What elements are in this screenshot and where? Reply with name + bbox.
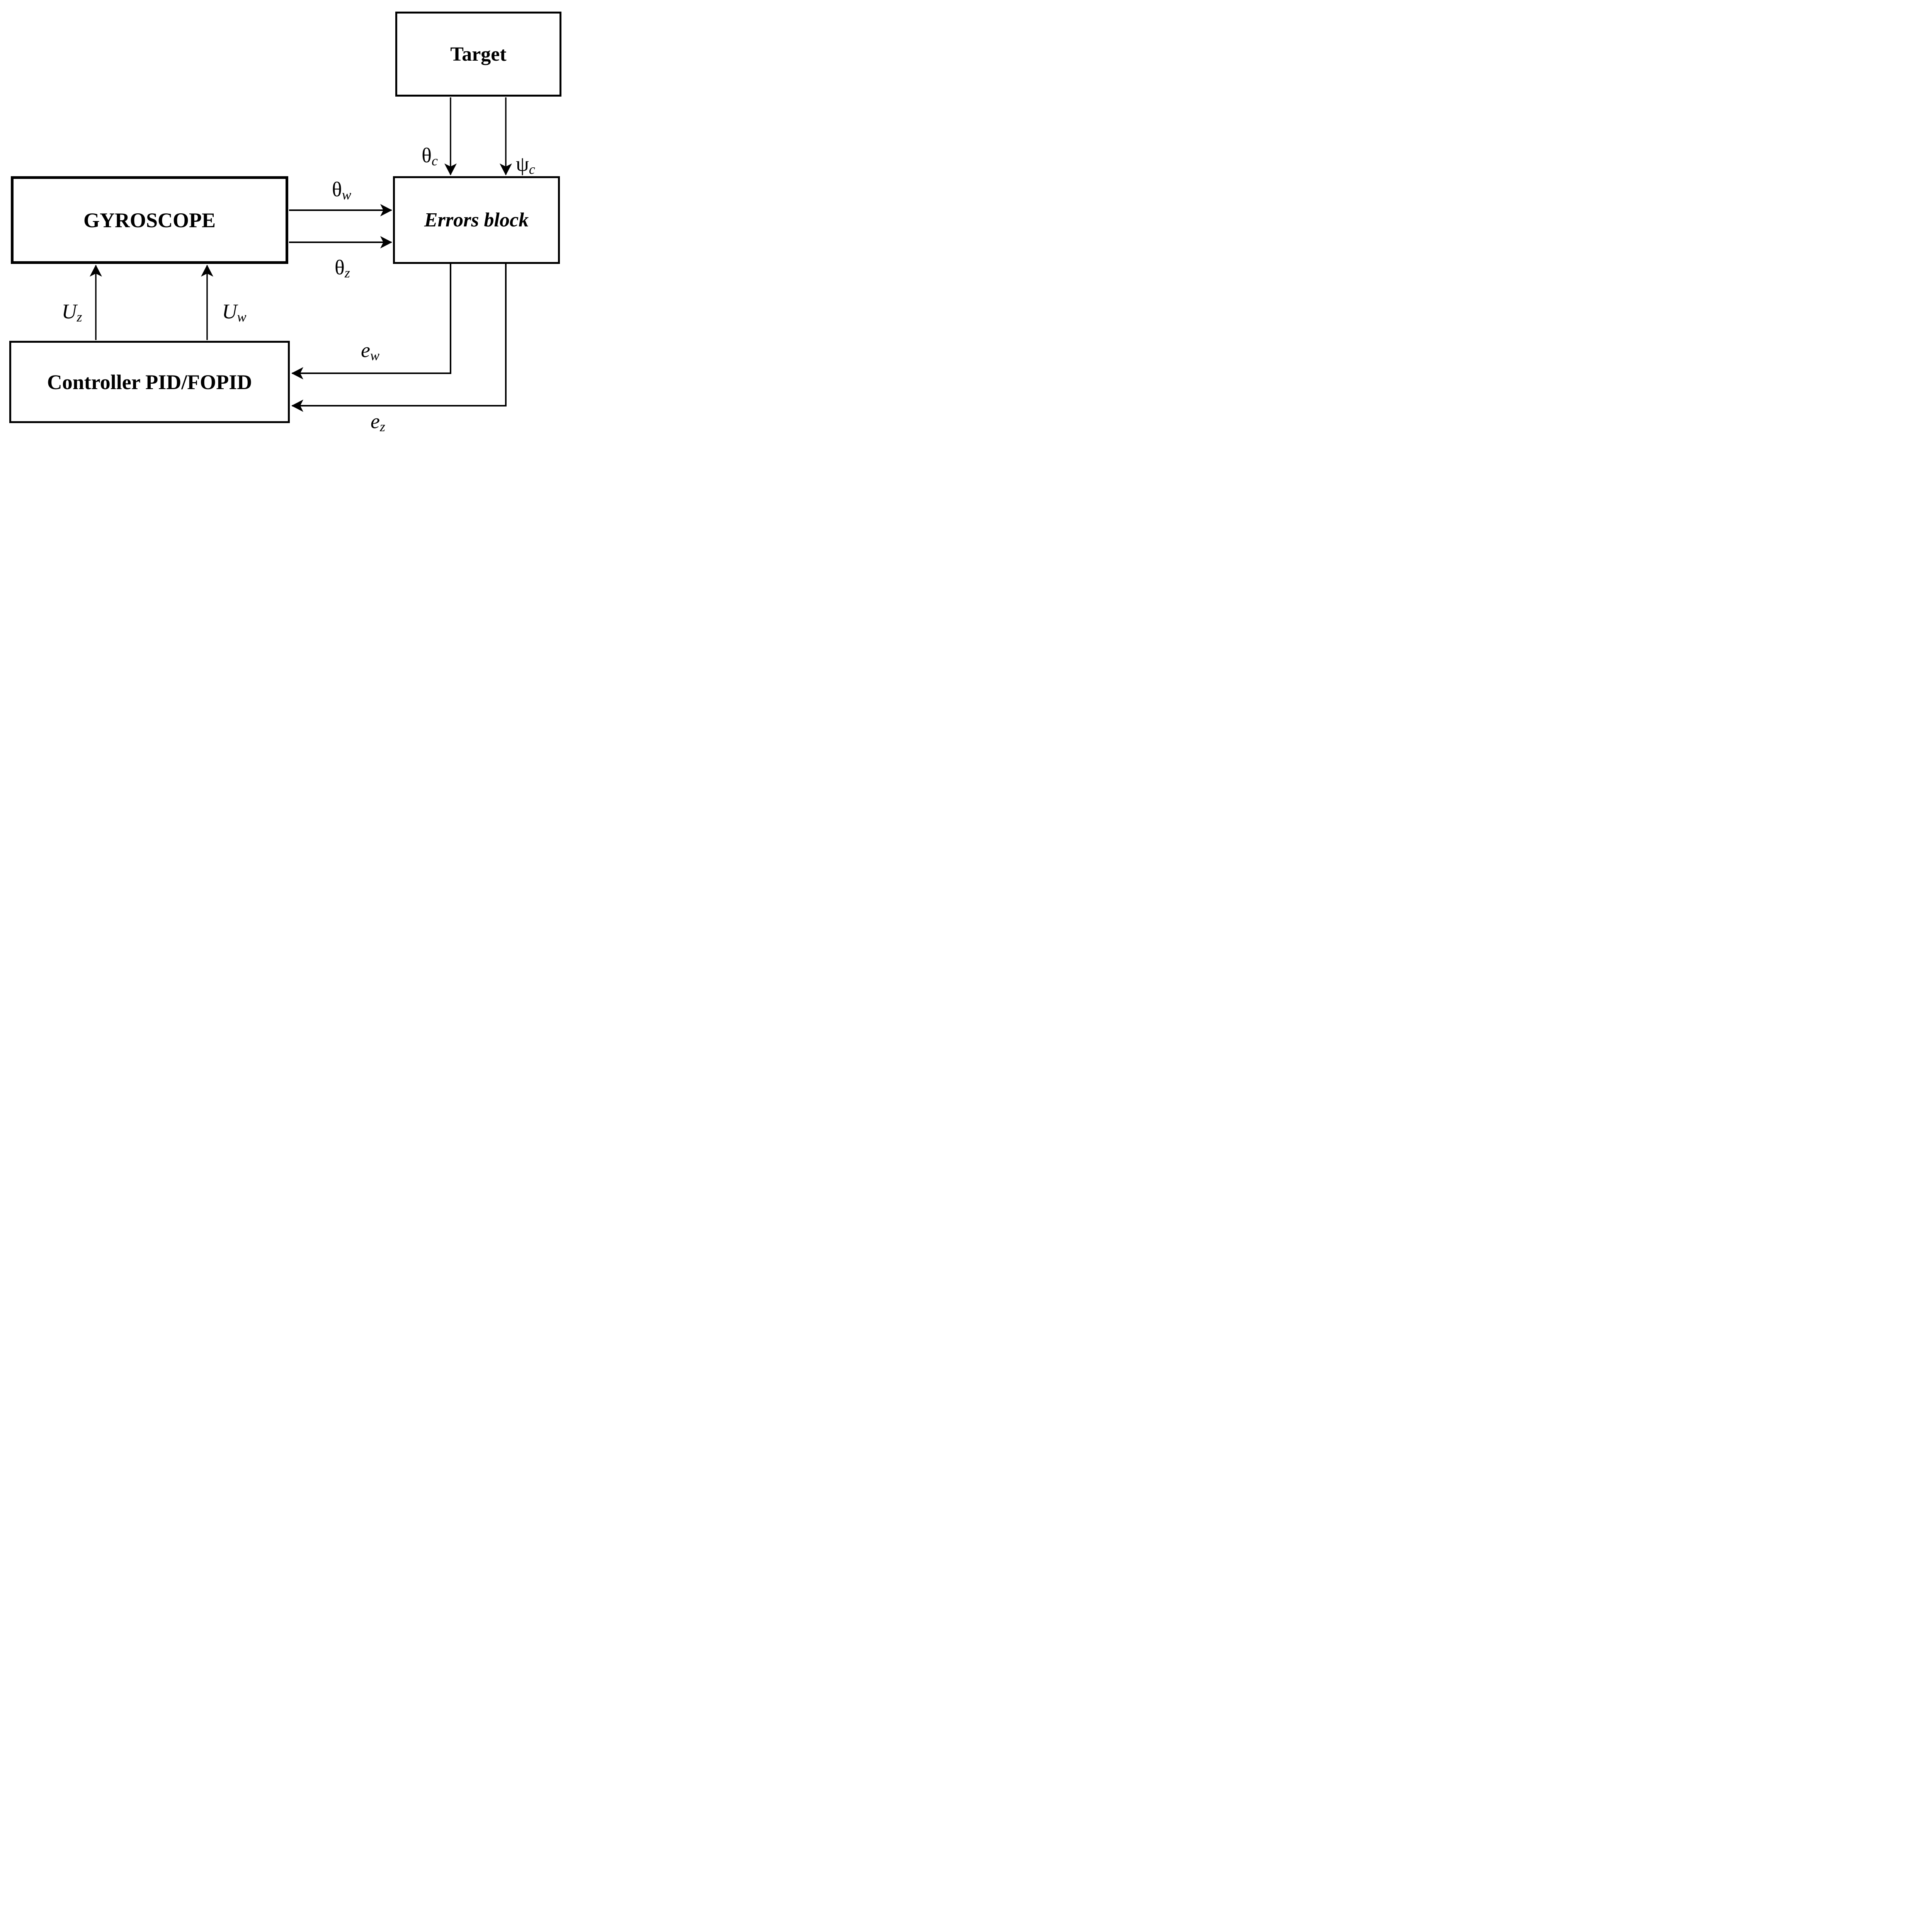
controller-label: Controller PID/FOPID: [47, 370, 252, 394]
e-z-base: e: [371, 410, 380, 433]
e-w-subscript: w: [370, 347, 379, 363]
theta-w-base: θ: [332, 178, 342, 201]
signal-label-u-w: Uw: [222, 300, 247, 325]
theta-z-subscript: z: [344, 265, 350, 281]
psi-c-subscript: c: [529, 161, 535, 177]
signal-label-e-w: ew: [361, 338, 379, 363]
errors-block-box: Errors block: [393, 176, 560, 264]
block-diagram: Target GYROSCOPE Errors block Controller…: [0, 0, 570, 435]
signal-label-psi-c: ψc: [516, 152, 535, 177]
target-box: Target: [395, 12, 561, 97]
controller-box: Controller PID/FOPID: [9, 341, 290, 423]
signal-label-u-z: Uz: [61, 300, 82, 325]
target-label: Target: [450, 43, 507, 65]
gyroscope-label: GYROSCOPE: [83, 208, 216, 232]
u-z-subscript: z: [77, 309, 82, 325]
gyroscope-box: GYROSCOPE: [11, 176, 288, 264]
signal-label-theta-z: θz: [335, 256, 350, 281]
u-z-base: U: [61, 300, 77, 323]
signal-label-theta-w: θw: [332, 178, 351, 202]
errors-block-label: Errors block: [424, 209, 529, 231]
e-w-base: e: [361, 338, 370, 362]
theta-z-base: θ: [335, 256, 345, 279]
theta-w-subscript: w: [342, 187, 351, 202]
theta-c-base: θ: [422, 144, 432, 167]
signal-label-e-z: ez: [371, 410, 385, 434]
arrow-e-z: [291, 263, 507, 412]
u-w-subscript: w: [237, 309, 247, 325]
e-z-subscript: z: [379, 418, 385, 434]
theta-c-subscript: c: [431, 153, 438, 168]
signal-label-theta-c: θc: [422, 144, 438, 168]
psi-c-base: ψ: [516, 152, 529, 175]
u-w-base: U: [222, 300, 237, 323]
